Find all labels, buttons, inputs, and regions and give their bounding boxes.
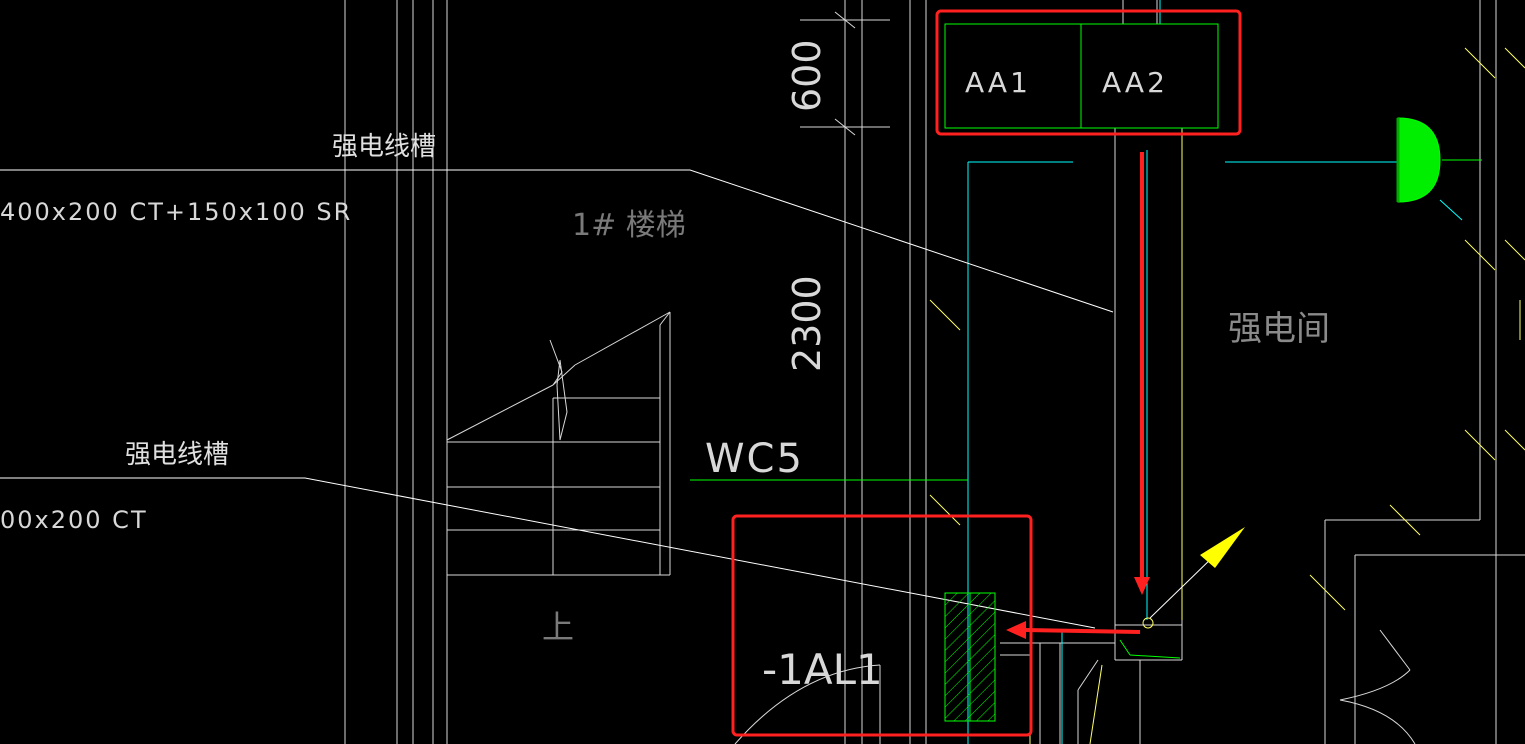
green-fixture-icon — [1397, 117, 1441, 203]
staircase — [446, 311, 671, 576]
highlight-box-aa-panels — [935, 9, 1242, 136]
dimension-2300: 2300 — [785, 275, 829, 372]
room-name: 强电间 — [1228, 309, 1330, 349]
stair-up-label: 上 — [542, 608, 574, 646]
circuit-wc5: WC5 — [705, 436, 804, 482]
highlight-box-1al1-panel — [731, 514, 1033, 737]
leader-lines — [0, 169, 1114, 629]
stair-name: 1# 楼梯 — [572, 208, 686, 243]
trunking-top-title: 强电线槽 — [332, 132, 436, 162]
trunking-top-spec: 400x200 CT+150x100 SR — [0, 198, 352, 226]
door-swings — [734, 629, 1416, 744]
junction-circle — [1142, 617, 1154, 629]
red-arrows — [1006, 152, 1150, 639]
panel-1al1: -1AL1 — [762, 645, 883, 694]
green-circuit-lines — [690, 23, 1482, 659]
panel-aa2: AA2 — [1102, 66, 1168, 99]
yellow-arrow-icon — [1149, 527, 1245, 619]
panel-aa1: AA1 — [965, 66, 1031, 99]
hatched-panel — [944, 592, 996, 722]
trunking-bottom-spec: 00x200 CT — [0, 506, 148, 534]
dimension-lines — [800, 11, 890, 136]
trunking-bottom-title: 强电线槽 — [125, 440, 229, 470]
dimension-600: 600 — [785, 39, 829, 112]
